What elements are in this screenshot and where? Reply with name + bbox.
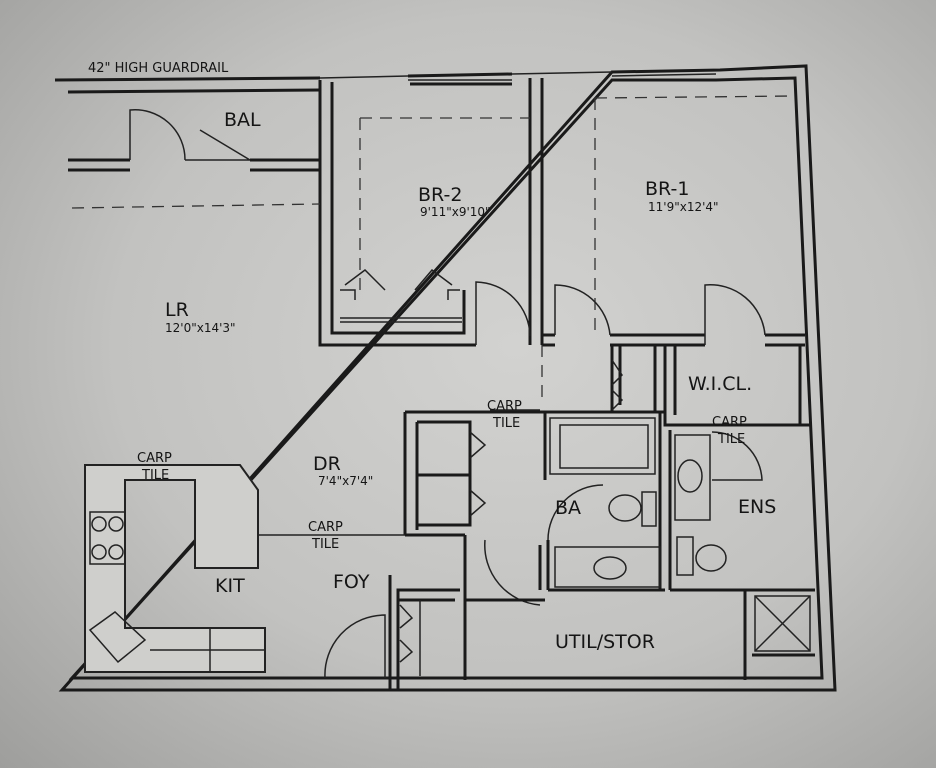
room-label-util: UTIL/STOR <box>555 631 655 653</box>
vanity-ens <box>674 434 711 521</box>
room-label-br1: BR-1 <box>645 178 689 200</box>
transition-label-carp: CARP <box>487 399 522 414</box>
transition-label-tile: TILE <box>717 432 745 447</box>
room-label-br2: BR-2 <box>418 184 462 206</box>
room-size-lr: 12'0"x14'3" <box>165 321 236 335</box>
room-label-lr: LR <box>165 299 189 321</box>
transition-label-tile: TILE <box>311 537 339 552</box>
room-size-dr: 7'4"x7'4" <box>318 474 373 488</box>
room-size-br2: 9'11"x9'10" <box>420 205 491 219</box>
transition-label-carp: CARP <box>712 415 747 430</box>
toilet-ba <box>608 494 642 522</box>
room-label-wicl: W.I.CL. <box>688 373 752 395</box>
lr-dashed-line <box>71 203 321 209</box>
kitchen-counters <box>84 464 266 673</box>
shower <box>754 595 811 652</box>
entry-door <box>324 614 386 679</box>
balcony-walls <box>68 109 320 172</box>
transition-label-tile: TILE <box>141 468 169 483</box>
room-label-kit: KIT <box>215 575 245 597</box>
transition-label-tile: TILE <box>492 416 520 431</box>
room-label-dr: DR <box>313 453 341 475</box>
room-size-br1: 11'9"x12'4" <box>648 200 719 214</box>
toilet-ens <box>695 544 727 572</box>
room-label-ens: ENS <box>738 496 776 518</box>
outer-walls <box>54 64 837 692</box>
br2-walls <box>318 78 544 347</box>
bath-walls <box>388 345 815 690</box>
vanity-ba <box>554 546 661 588</box>
br1-walls <box>542 95 805 347</box>
room-label-ba: BA <box>555 497 581 519</box>
transition-label-carp: CARP <box>137 451 172 466</box>
transition-label-carp: CARP <box>308 520 343 535</box>
guardrail-note: 42" HIGH GUARDRAIL <box>88 61 229 76</box>
room-label-foy: FOY <box>333 571 370 593</box>
room-label-bal: BAL <box>224 109 261 131</box>
bathtub <box>549 417 656 475</box>
